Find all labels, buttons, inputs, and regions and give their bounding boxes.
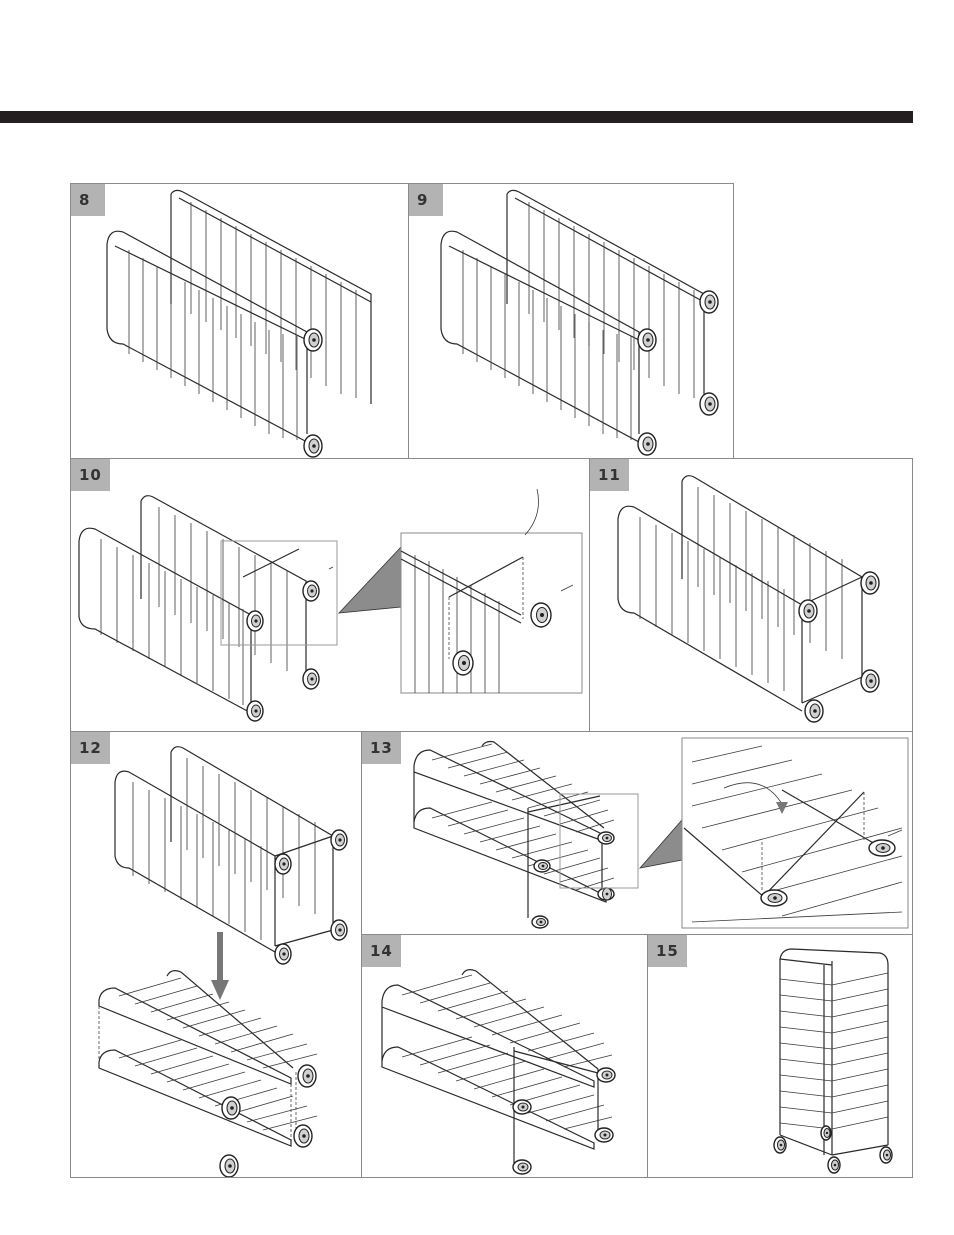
side-frames-illustration <box>71 184 409 459</box>
front-side-frame <box>441 231 639 442</box>
caster-wheel-icon <box>869 840 895 856</box>
step-number-badge: 12 <box>71 732 110 764</box>
front-side-frame <box>79 528 251 713</box>
step-panel-15: 15 <box>647 934 913 1178</box>
rear-side-frame <box>682 476 862 677</box>
caster-wheel-icon <box>294 1125 312 1147</box>
caster-wheel-icon <box>531 603 551 627</box>
cross-bar <box>802 677 862 703</box>
step-panel-8: 8 <box>70 183 409 459</box>
caster-wheel-icon <box>220 1155 238 1177</box>
caster-wheel-icon <box>275 944 291 964</box>
caster-wheel-icon <box>331 830 347 850</box>
caster-wheel-icon <box>222 1097 240 1119</box>
caster-wheel-icon <box>638 433 656 455</box>
caster-wheel-icon <box>700 393 718 415</box>
cross-bar-install-illustration <box>71 459 590 732</box>
step-panel-10: 10 <box>70 458 590 732</box>
callout-pointer <box>339 547 401 613</box>
rear-side-frame <box>507 190 704 404</box>
caster-wheel-icon <box>761 890 787 906</box>
caster-wheel-icon <box>453 651 473 675</box>
caster-wheel-icon <box>513 1160 531 1174</box>
caster-wheel-icon <box>861 670 879 692</box>
caster-wheel-icon <box>303 669 319 689</box>
callout-pointer <box>640 820 682 868</box>
frames-with-crossbars-illustration <box>590 459 913 732</box>
caster-wheel-icon <box>598 888 614 900</box>
step-number-badge: 11 <box>590 459 629 491</box>
side-frames-with-casters-illustration <box>409 184 734 459</box>
caster-wheel-icon <box>880 1147 892 1163</box>
caster-wheel-icon <box>774 1137 786 1153</box>
rear-side-frame <box>141 496 306 679</box>
caster-wheel-icon <box>298 1065 316 1087</box>
caster-wheel-icon <box>303 581 319 601</box>
front-side-frame <box>107 231 307 442</box>
caster-wheel-icon <box>304 435 322 457</box>
step-panel-12: 12 <box>70 731 362 1178</box>
step-number-badge: 15 <box>648 935 687 967</box>
step-number-badge: 10 <box>71 459 110 491</box>
step-panel-14: 14 <box>361 934 648 1178</box>
caster-wheel-icon <box>595 1128 613 1142</box>
shelf-assembly <box>414 742 614 929</box>
caster-wheel-icon <box>828 1157 840 1173</box>
caster-wheel-icon <box>247 611 263 631</box>
caster-wheel-icon <box>275 854 291 874</box>
caster-wheel-icon <box>304 329 322 351</box>
caster-wheel-icon <box>799 600 817 622</box>
curved-arrow-icon <box>525 489 539 535</box>
detail-inset <box>682 738 908 928</box>
caster-wheel-icon <box>638 329 656 351</box>
caster-wheel-icon <box>861 572 879 594</box>
side-frame-assembly <box>115 747 347 964</box>
step-panel-13: 13 <box>361 731 913 935</box>
finished-rack-illustration <box>648 935 913 1178</box>
step-number-badge: 8 <box>71 184 105 216</box>
caster-wheel-icon <box>700 291 718 313</box>
caster-wheel-icon <box>534 860 550 872</box>
step-panel-9: 9 <box>408 183 734 459</box>
caster-wheel-icon <box>513 1100 531 1114</box>
caster-wheel-icon <box>331 920 347 940</box>
detail-inset <box>401 489 582 693</box>
rear-side-frame <box>171 190 371 404</box>
rack-frame <box>774 949 892 1173</box>
step-number-badge: 13 <box>362 732 401 764</box>
step-number-badge: 9 <box>409 184 443 216</box>
caster-wheel-icon <box>597 1068 615 1082</box>
caster-wheel-icon <box>598 832 614 844</box>
caster-wheel-icon <box>532 916 548 928</box>
lower-frame-onto-shelves-illustration <box>71 732 362 1178</box>
caster-wheel-icon <box>805 700 823 722</box>
caster-wheel-icon <box>247 701 263 721</box>
front-side-frame <box>618 506 802 711</box>
detail-highlight-box <box>221 541 337 645</box>
shelf-assembly <box>99 971 317 1177</box>
shelf-crossbar-install-illustration <box>362 732 913 935</box>
caster-wheel-icon <box>821 1126 831 1140</box>
down-arrow-icon <box>211 932 229 1000</box>
step-panel-11: 11 <box>589 458 913 732</box>
header-bar <box>0 111 913 123</box>
shelves-assembled-illustration <box>362 935 648 1178</box>
step-number-badge: 14 <box>362 935 401 967</box>
